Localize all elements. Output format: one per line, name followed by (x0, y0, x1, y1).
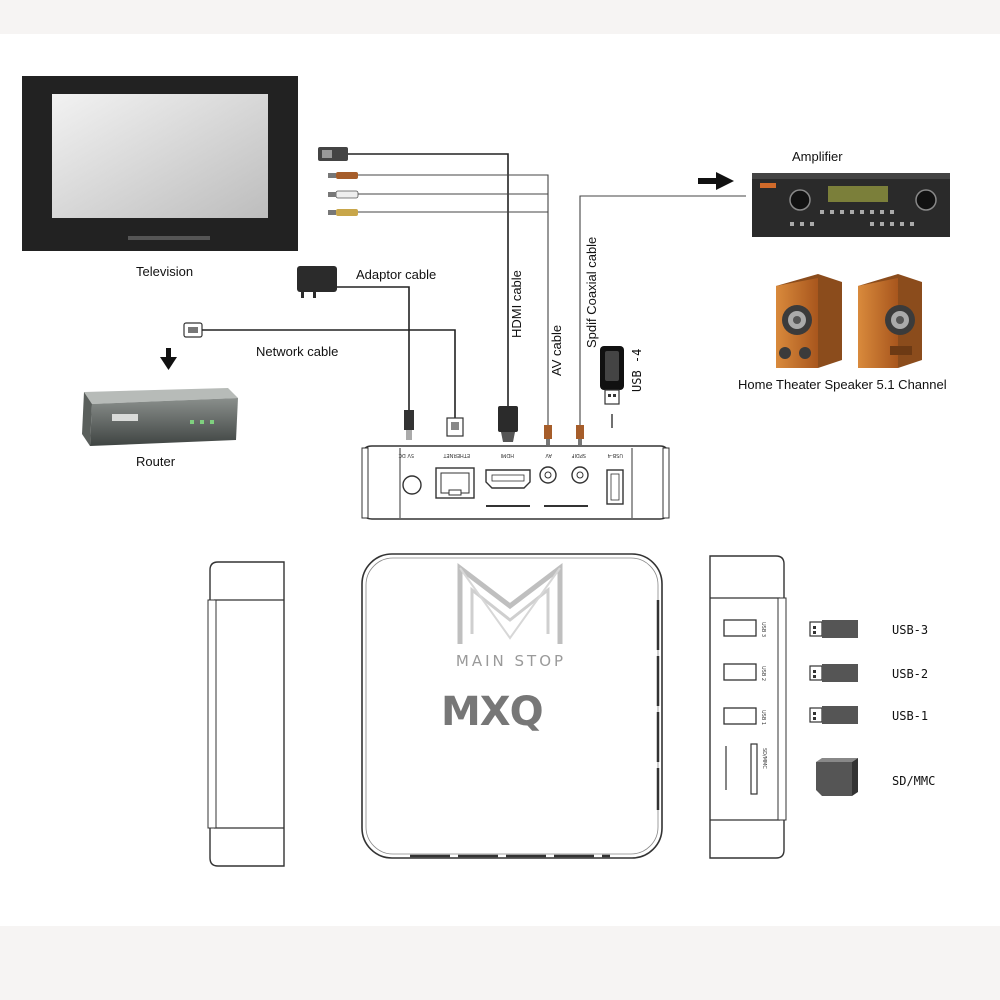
rca-plugs-icon (328, 172, 359, 216)
usb4-port (606, 469, 624, 505)
arrow-right-icon (698, 172, 734, 190)
usb3-port (723, 619, 757, 637)
usb2-label: USB-2 (892, 667, 928, 681)
main-stop-logo (457, 562, 563, 644)
usb1-label: USB-1 (892, 709, 928, 723)
usb2-port-text: USB 2 (760, 666, 766, 681)
spdif-cable-label: Spdif Coaxial cable (584, 237, 599, 348)
sd-mmc-label: SD/MMC (892, 774, 935, 788)
network-cable-label: Network cable (256, 344, 338, 359)
usb3-legend-icon (809, 620, 858, 638)
spdif-cable-wire (579, 195, 746, 425)
arrow-down-icon (160, 348, 177, 370)
usb1-port-text: USB 1 (760, 710, 766, 725)
right-side-view: USB 3 USB 2 USB 1 SD/MMC (709, 555, 787, 859)
port-label-usb4: USB-4 (608, 452, 623, 458)
adaptor-cable-wire (337, 286, 410, 410)
mxq-logo: MXQ (441, 689, 544, 735)
usb2-port (723, 663, 757, 681)
right-speaker-icon (858, 274, 922, 368)
adaptor-cable-label: Adaptor cable (356, 267, 436, 282)
port-label-hdmi: HDMI (501, 452, 514, 458)
hdmi-cable-wire (348, 153, 509, 408)
usb4-label: USB -4 (630, 349, 644, 392)
ethernet-plug-icon (446, 417, 464, 437)
av-plug-icon (544, 425, 552, 445)
router-icon (82, 388, 238, 446)
usb3-label: USB-3 (892, 623, 928, 637)
television-icon (22, 76, 298, 251)
speakers-label: Home Theater Speaker 5.1 Channel (738, 377, 947, 392)
usb3-port-text: USB 3 (760, 622, 766, 637)
sd-slot (750, 743, 758, 795)
left-speaker-icon (776, 274, 842, 368)
usb2-legend-icon (809, 664, 858, 682)
hdmi-port (485, 469, 531, 507)
usb1-legend-icon (809, 706, 858, 724)
hdmi-plug-box-icon (498, 406, 518, 442)
av-cable-wire-1 (358, 174, 549, 425)
port-label-spdif: SPDIF (571, 452, 586, 458)
hdmi-plug-tv-icon (318, 147, 348, 161)
amplifier-label: Amplifier (792, 149, 843, 164)
top-band (0, 0, 1000, 34)
bottom-band (0, 926, 1000, 1000)
spdif-plug-icon (576, 425, 584, 445)
usb-stick-icon (600, 346, 624, 428)
router-label: Router (136, 454, 176, 469)
left-side-view (207, 561, 285, 867)
av-cable-label: AV cable (549, 325, 564, 376)
sd-port-text: SD/MMC (761, 748, 767, 769)
top-view (361, 553, 663, 859)
watermark-text: MAIN STOP (456, 652, 566, 670)
usb1-port (723, 707, 757, 725)
dc-plug-icon (404, 410, 414, 440)
sd-card-icon (816, 758, 858, 796)
power-adaptor-icon (297, 266, 337, 298)
network-plug-icon (183, 322, 203, 338)
dc-port (402, 475, 422, 495)
port-label-ethernet: ETHERNET (442, 452, 470, 458)
ethernet-port (435, 467, 475, 499)
back-panel: 5V DC ETHERNET HDMI AV SPDIF USB-4 (361, 445, 670, 520)
hdmi-cable-label: HDMI cable (509, 270, 524, 338)
amplifier-icon (752, 173, 950, 237)
television-label: Television (136, 264, 193, 279)
mxq-logo-text: MXQ (441, 689, 543, 735)
port-label-dc: 5V DC (398, 452, 414, 458)
port-label-av: AV (545, 452, 552, 458)
network-cable-wire (202, 329, 456, 418)
